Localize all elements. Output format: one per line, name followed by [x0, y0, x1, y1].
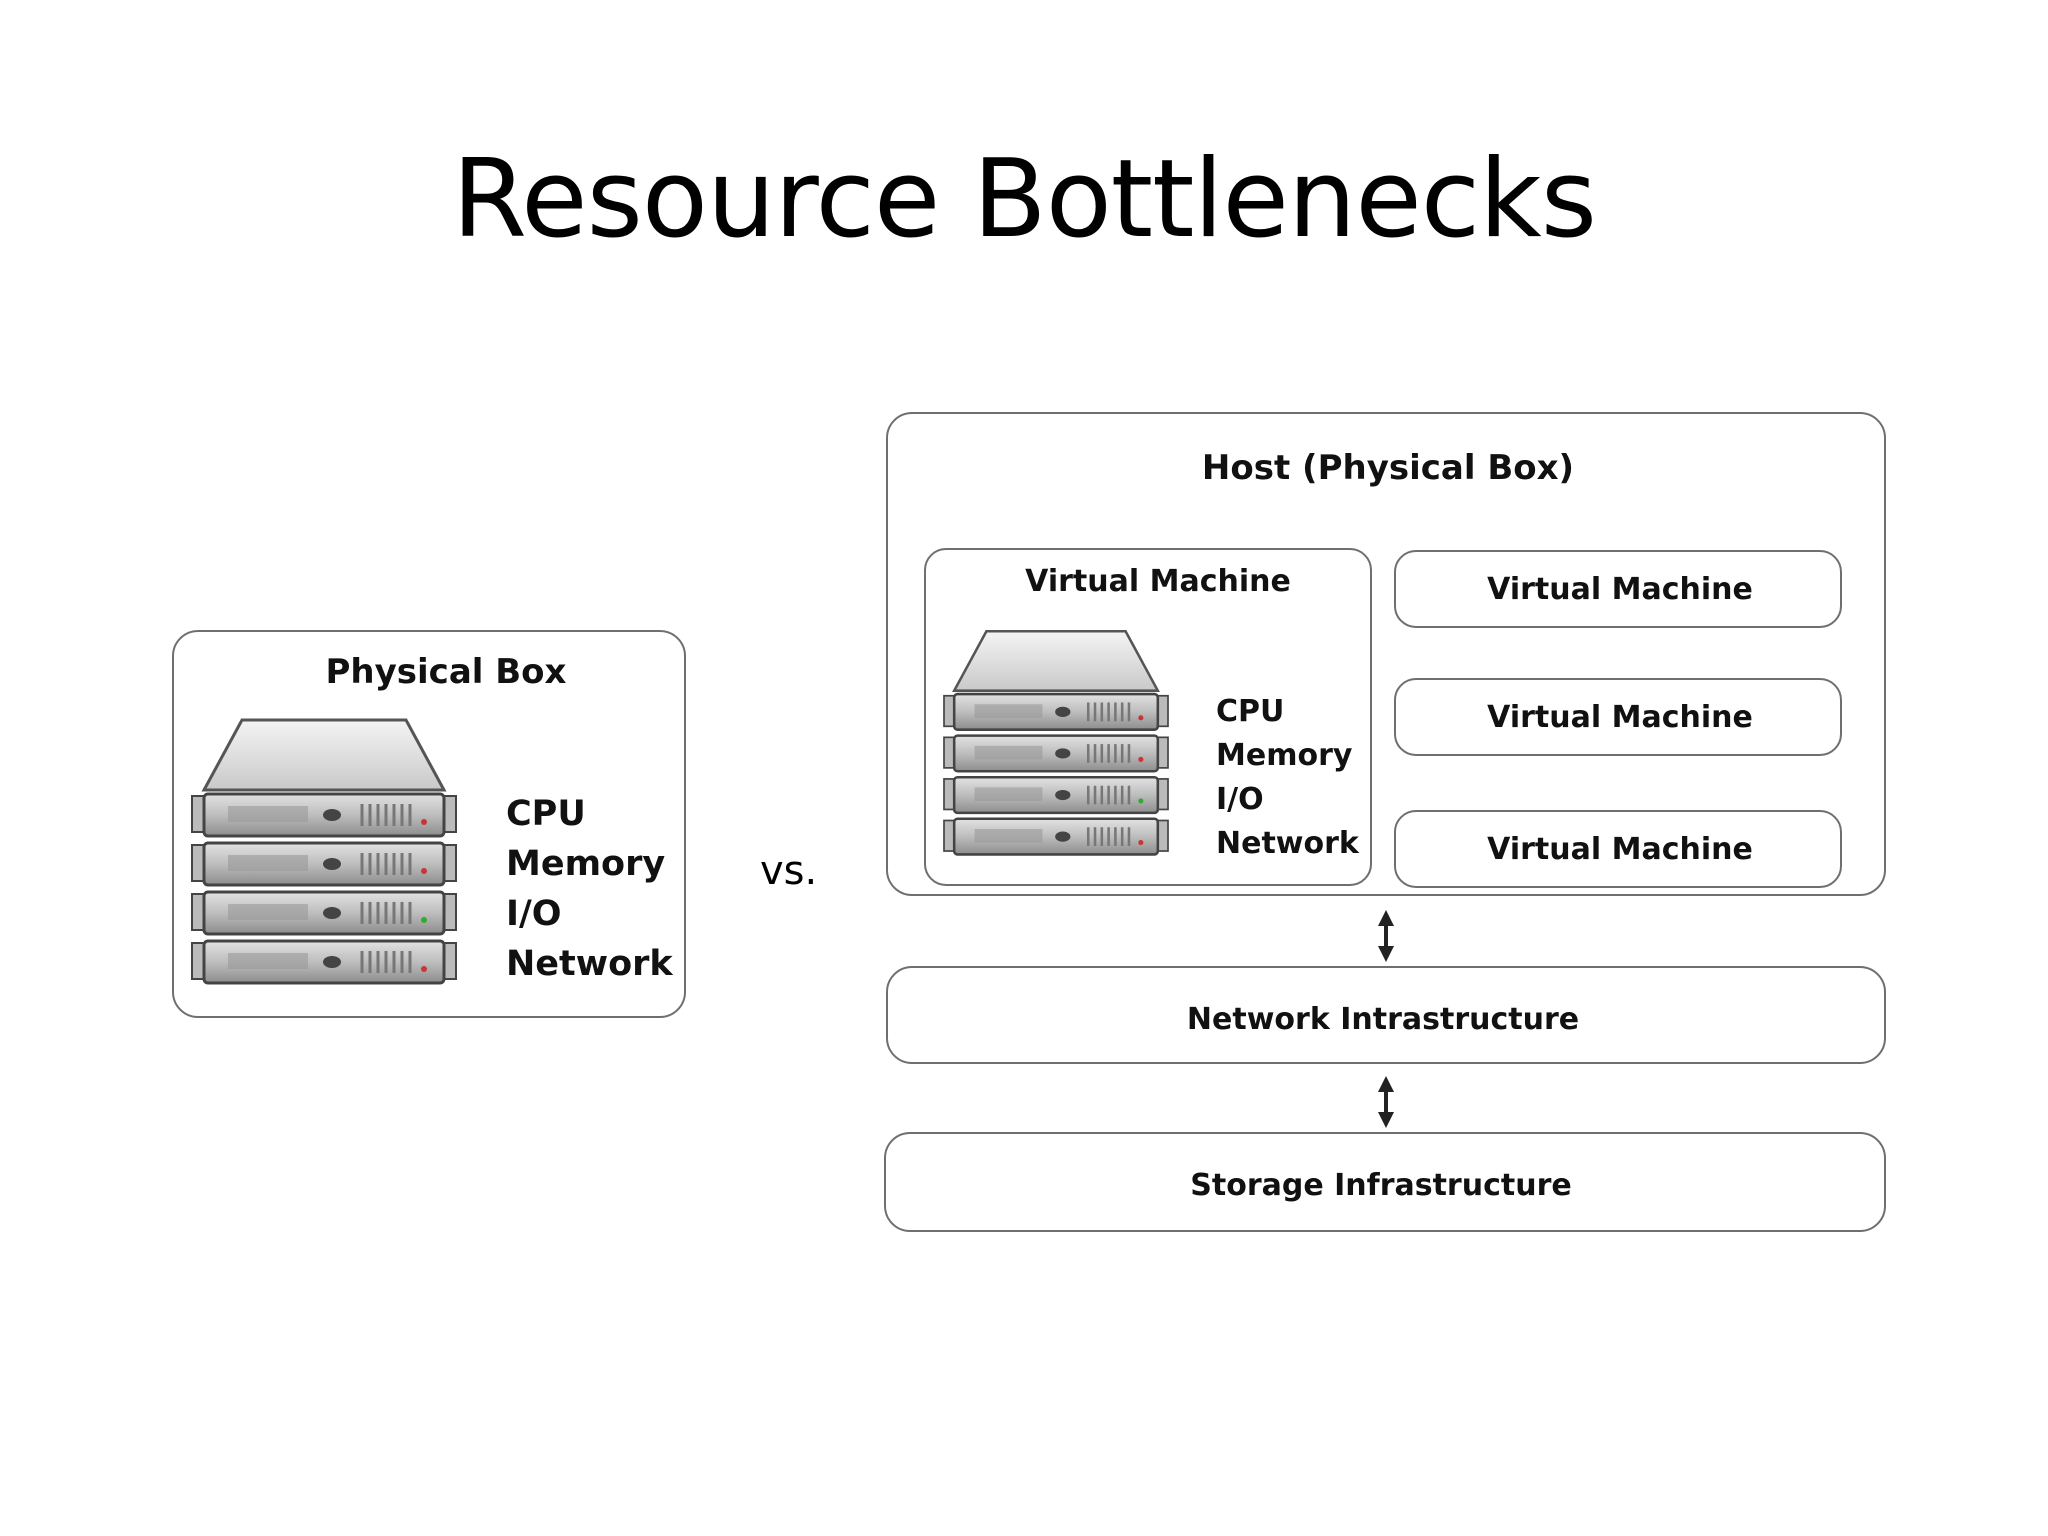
vm-resource-memory: Memory	[1216, 738, 1353, 773]
vm-resource-network: Network	[1216, 826, 1359, 861]
physical-resource-io: I/O	[506, 894, 562, 934]
vm-main-title: Virtual Machine	[1025, 564, 1291, 599]
physical-resource-network: Network	[506, 944, 673, 984]
vs-label: vs.	[760, 848, 818, 894]
vm-resource-cpu: CPU	[1216, 694, 1285, 729]
network-infrastructure-box: Network Intrastructure	[886, 966, 1886, 1064]
virtual-machine-3: Virtual Machine	[1394, 678, 1842, 756]
physical-resource-memory: Memory	[506, 844, 666, 884]
storage-infrastructure-label: Storage Infrastructure	[1190, 1168, 1572, 1203]
physical-box: Physical Box	[172, 630, 686, 1018]
virtual-machine-2: Virtual Machine	[1394, 550, 1842, 628]
host-box: Host (Physical Box) Virtual Machine	[886, 412, 1886, 896]
vm-2-label: Virtual Machine	[1487, 572, 1753, 607]
host-title: Host (Physical Box)	[1201, 448, 1575, 488]
server-stack-icon	[943, 630, 1169, 856]
vm-resource-io: I/O	[1216, 782, 1264, 817]
physical-box-title: Physical Box	[325, 652, 567, 692]
slide-title: Resource Bottlenecks	[451, 137, 1597, 262]
double-arrow-vertical-icon	[1378, 1076, 1394, 1128]
double-arrow-vertical-icon	[1378, 910, 1394, 962]
server-stack-icon	[191, 718, 457, 985]
physical-resource-cpu: CPU	[506, 794, 586, 834]
storage-infrastructure-box: Storage Infrastructure	[884, 1132, 1886, 1232]
virtual-machine-main: Virtual Machine	[924, 548, 1372, 886]
vm-3-label: Virtual Machine	[1487, 700, 1753, 735]
vm-4-label: Virtual Machine	[1487, 832, 1753, 867]
virtual-machine-4: Virtual Machine	[1394, 810, 1842, 888]
network-infrastructure-label: Network Intrastructure	[1186, 1002, 1580, 1037]
